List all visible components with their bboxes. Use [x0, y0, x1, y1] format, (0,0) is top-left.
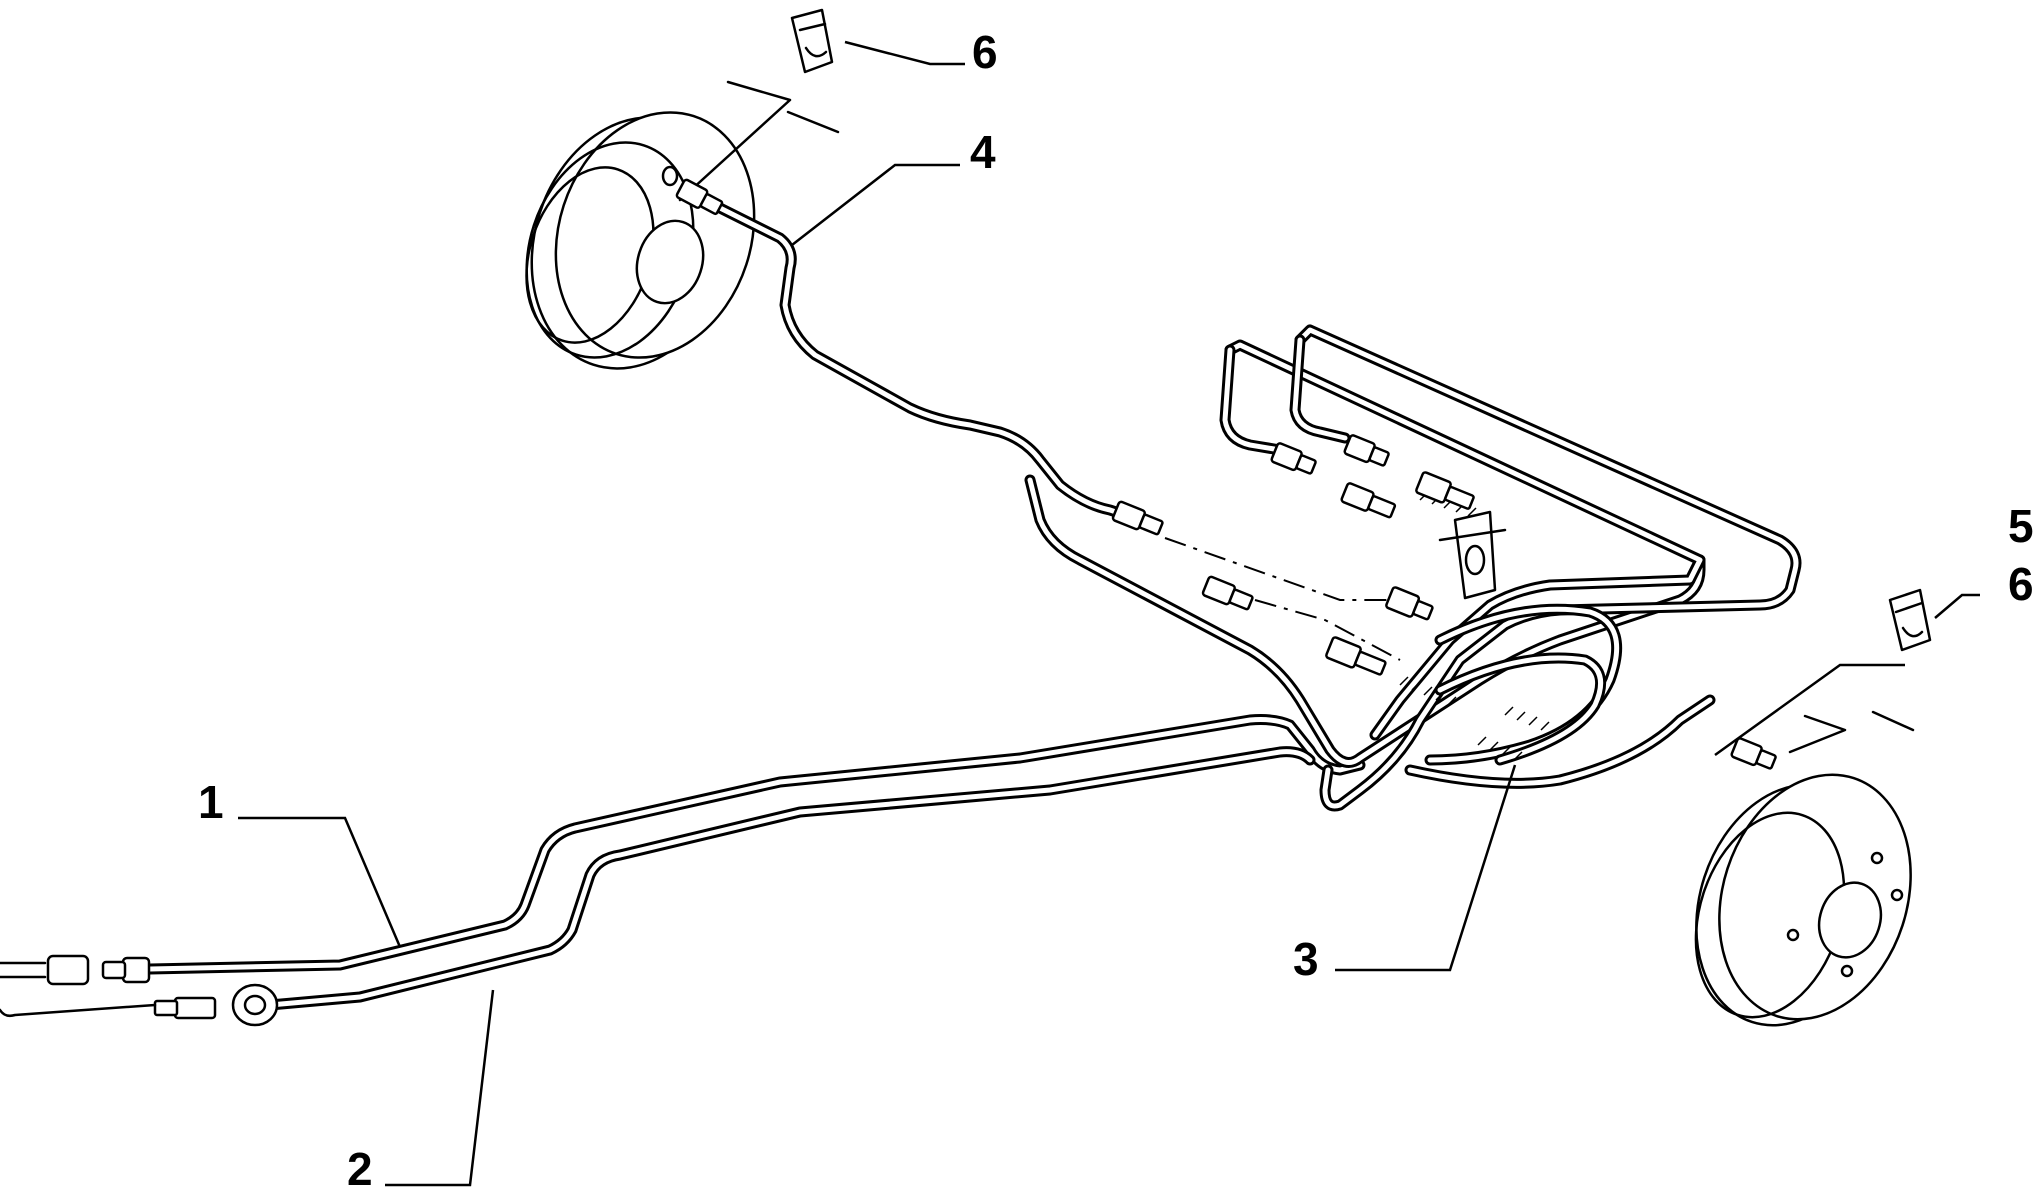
- callout-1: 1: [198, 776, 224, 828]
- callout-5: 5: [2008, 500, 2034, 552]
- brake-pipe-1: [144, 714, 1366, 975]
- brake-pipe-3: [1024, 324, 1802, 812]
- callout-6-upper: 6: [972, 26, 998, 78]
- pipe-clip-upper: [790, 8, 834, 74]
- callout-4: 4: [970, 126, 996, 178]
- leader-lines: [238, 40, 1980, 1187]
- callout-3: 3: [1293, 933, 1319, 985]
- pipe-fittings: [0, 178, 1777, 1027]
- pipe-clip-right: [1888, 588, 1932, 652]
- brake-pipe-4: [694, 192, 1146, 526]
- alignment-lines: [1164, 537, 1401, 661]
- callout-2: 2: [347, 1143, 373, 1190]
- right-brake-drum: [1694, 710, 1915, 1027]
- brake-pipe-2: [264, 746, 1316, 1011]
- callout-6-right: 6: [2008, 558, 2034, 610]
- callout-labels: 1 2 3 4 5 6 6: [198, 26, 2034, 1190]
